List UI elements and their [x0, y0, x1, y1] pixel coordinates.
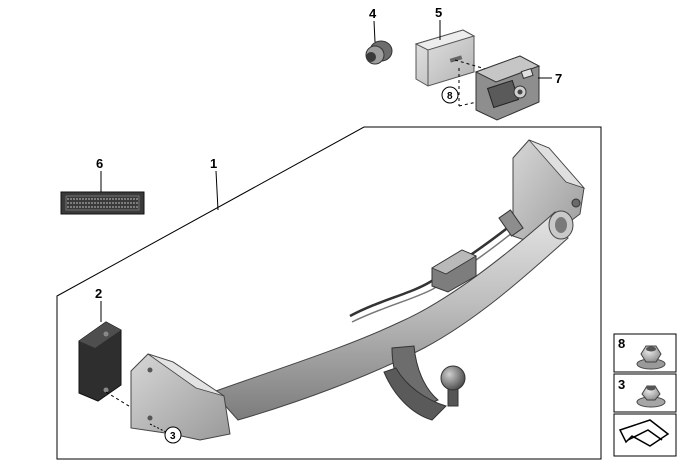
dash-5-7-c	[458, 99, 487, 107]
callout-8: 8	[447, 91, 453, 102]
dash-3	[149, 423, 167, 433]
callout-1: 1	[210, 156, 217, 171]
assembly-outline	[56, 126, 602, 460]
navigation-arrow-icon[interactable]	[618, 419, 670, 447]
part-4-socket-plug[interactable]	[365, 40, 393, 65]
dash-5-7-a	[454, 59, 497, 73]
flange-nut-3-icon[interactable]	[636, 385, 666, 408]
legend-nut-8-label: 8	[618, 336, 625, 351]
part-5-control-module[interactable]	[414, 29, 476, 87]
callout-5: 5	[435, 5, 442, 20]
part-1-tow-bar[interactable]	[130, 139, 586, 441]
part-7-bracket[interactable]	[474, 55, 541, 121]
callout-7: 7	[555, 71, 562, 86]
callout-8-circle	[441, 86, 459, 104]
leader-1	[215, 170, 219, 211]
part-2-seal-plate[interactable]	[78, 321, 122, 402]
callout-3-circle	[164, 426, 182, 444]
callout-4: 4	[369, 6, 377, 21]
legend-nut-3-label: 3	[618, 377, 625, 392]
leader-4	[373, 20, 376, 43]
part-6-label[interactable]	[60, 191, 145, 215]
callout-2: 2	[95, 286, 102, 301]
flange-nut-8-icon[interactable]	[636, 345, 666, 370]
callout-6: 6	[96, 156, 103, 171]
callout-3: 3	[170, 431, 176, 442]
